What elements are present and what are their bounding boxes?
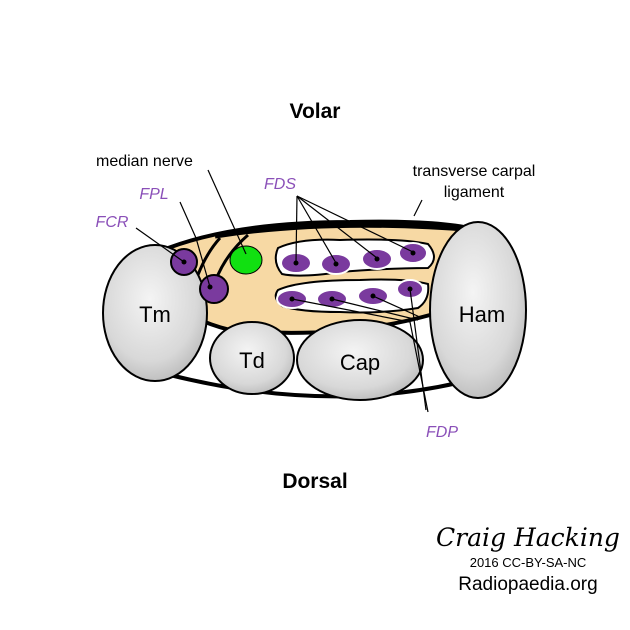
median-nerve xyxy=(229,245,263,275)
trapezoid-bone xyxy=(209,321,295,395)
dorsal-heading: Dorsal xyxy=(282,470,347,493)
fds-tendon-3 xyxy=(361,248,393,270)
fds-tendon-4 xyxy=(398,242,428,264)
hamate-bone xyxy=(429,221,527,399)
capitate-bone xyxy=(296,319,424,401)
fds-tendon-2 xyxy=(320,253,352,275)
leader-lines xyxy=(135,169,429,413)
transverse-carpal-ligament xyxy=(214,222,479,239)
volar-heading: Volar xyxy=(290,100,341,123)
fpl-tendon xyxy=(199,274,229,304)
td-label: Td xyxy=(239,348,265,373)
median-nerve-label: median nerve xyxy=(96,153,193,170)
fpl-label: FPL xyxy=(139,186,168,203)
license-text: 2016 CC-BY-SA-NC xyxy=(470,555,587,570)
site-credit: Radiopaedia.org xyxy=(458,574,597,595)
fcr-label: FCR xyxy=(96,214,129,231)
cap-label: Cap xyxy=(340,350,380,375)
fdp-label: FDP xyxy=(426,424,458,441)
author-signature: Craig Hacking xyxy=(436,523,620,552)
dorsal-outline xyxy=(169,373,471,399)
fds-label: FDS xyxy=(264,176,296,193)
transverse-ligament-label-1: transverse carpal xyxy=(413,163,536,180)
transverse-ligament-label-2: ligament xyxy=(444,184,505,201)
fds-bursa xyxy=(274,238,435,277)
ham-label: Ham xyxy=(459,302,505,327)
tm-label: Tm xyxy=(139,302,171,327)
trapezium-bone xyxy=(102,244,208,382)
